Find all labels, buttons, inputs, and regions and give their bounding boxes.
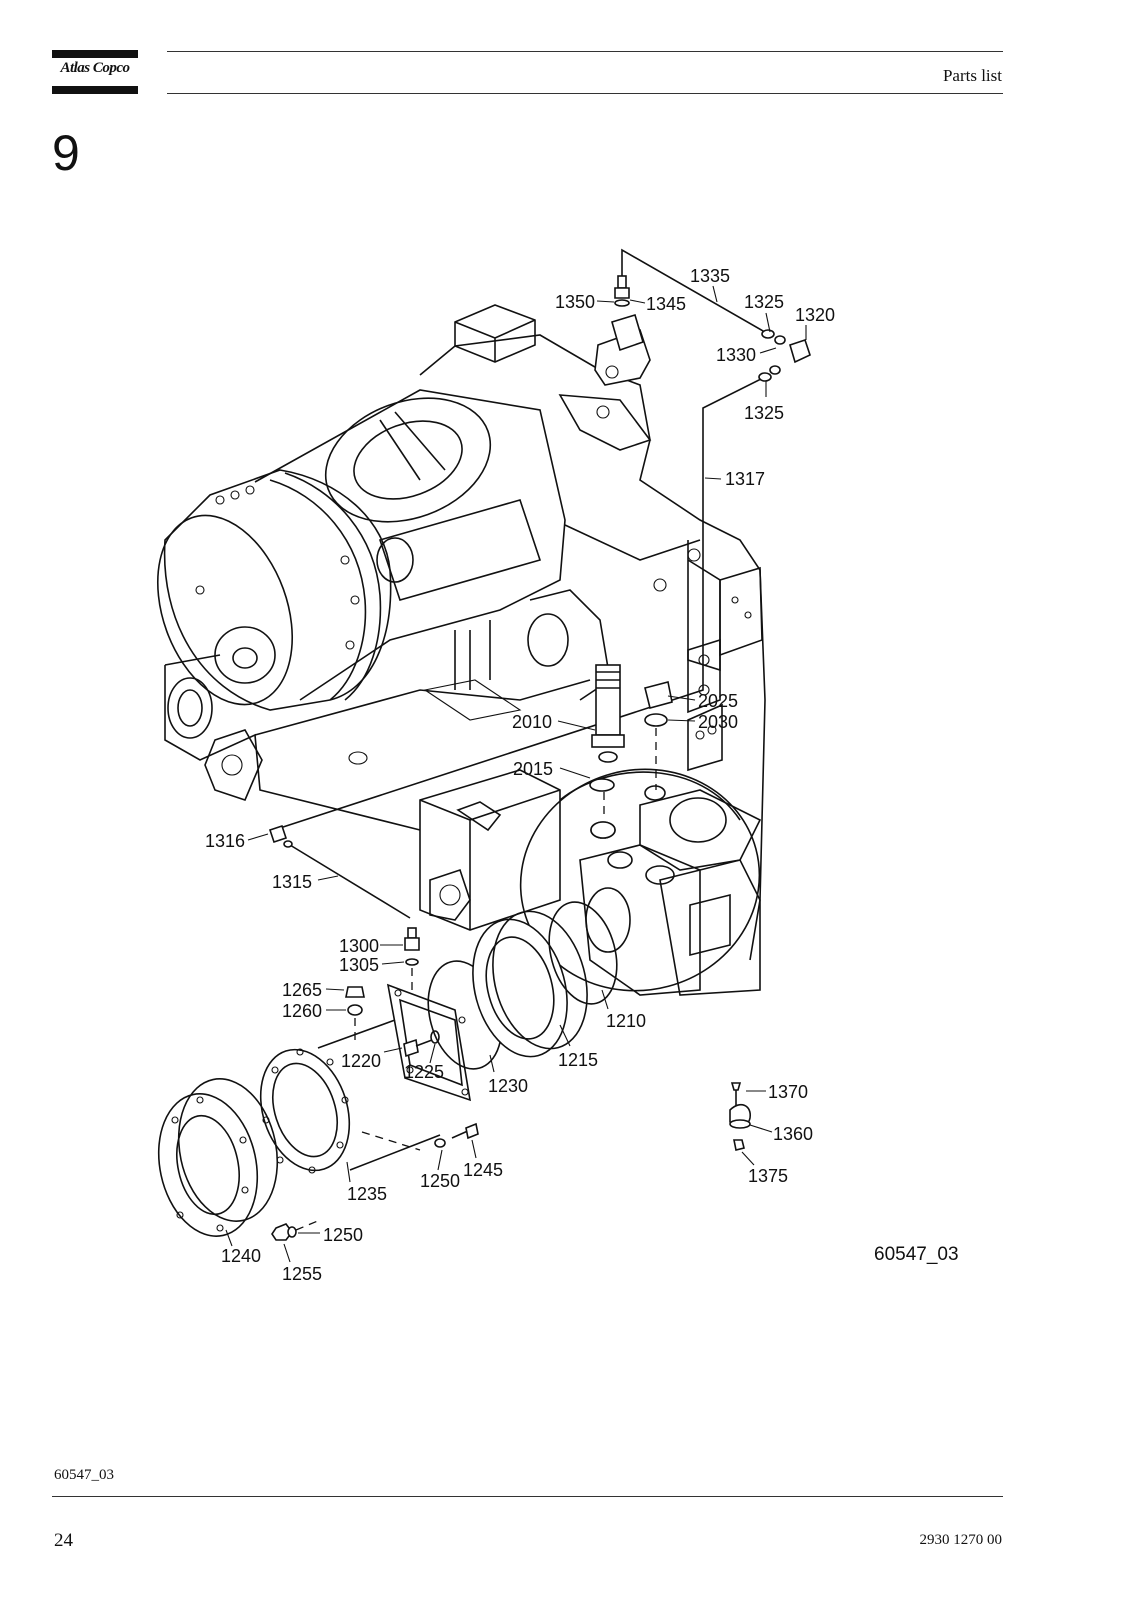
callout-1335: 1335 [690, 266, 730, 286]
logo-bar-bottom [52, 86, 138, 94]
callout-1255: 1255 [282, 1264, 322, 1284]
piping [279, 248, 771, 919]
callout-1265: 1265 [282, 980, 322, 1000]
logo-text: Atlas Copco [60, 60, 130, 76]
callout-1250-left: 1250 [323, 1225, 363, 1245]
callout-1330: 1330 [716, 345, 756, 365]
callout-1370: 1370 [768, 1082, 808, 1102]
callout-1300: 1300 [339, 936, 379, 956]
footer-figure-reference: 60547_03 [54, 1467, 114, 1483]
callout-1250-right: 1250 [420, 1171, 460, 1191]
callout-2010: 2010 [512, 712, 552, 732]
callout-1215: 1215 [558, 1050, 598, 1070]
callout-1317: 1317 [725, 469, 765, 489]
callout-1320: 1320 [795, 305, 835, 325]
callout-2015: 2015 [513, 759, 553, 779]
callout-1225: 1225 [404, 1062, 444, 1082]
document-number: 2930 1270 00 [919, 1532, 1003, 1548]
callout-1325-bottom: 1325 [744, 403, 784, 423]
callout-1325-top: 1325 [744, 292, 784, 312]
callout-2030: 2030 [698, 712, 738, 732]
header-rule-top [167, 51, 1003, 52]
logo-bar-top [52, 50, 138, 58]
atlas-copco-logo: Atlas Copco [52, 50, 138, 94]
hardware-parts [157, 275, 811, 1241]
leader-lines [225, 285, 807, 1263]
callout-1220: 1220 [341, 1051, 381, 1071]
footer-rule [52, 1496, 1003, 1497]
callout-labels: 1335 1350 1345 1325 1320 1330 1325 1317 … [205, 266, 959, 1284]
header-rule-bottom [167, 93, 1003, 94]
callout-1260: 1260 [282, 1001, 322, 1021]
callout-1230: 1230 [488, 1076, 528, 1096]
callout-1235: 1235 [347, 1184, 387, 1204]
header-title: Parts list [942, 66, 1002, 85]
figure-id-label: 60547_03 [874, 1244, 959, 1265]
callout-1350: 1350 [555, 292, 595, 312]
callout-1345: 1345 [646, 294, 686, 314]
callout-1210: 1210 [606, 1011, 646, 1031]
callout-1316: 1316 [205, 831, 245, 851]
callout-1360: 1360 [773, 1124, 813, 1144]
callout-1240: 1240 [221, 1246, 261, 1266]
callout-1245: 1245 [463, 1160, 503, 1180]
callout-1375: 1375 [748, 1166, 788, 1186]
page-number: 24 [54, 1530, 73, 1551]
chapter-number: 9 [52, 125, 80, 181]
callout-2025: 2025 [698, 691, 738, 711]
callout-1305: 1305 [339, 955, 379, 975]
callout-1315: 1315 [272, 872, 312, 892]
compressor-housing [156, 304, 766, 996]
